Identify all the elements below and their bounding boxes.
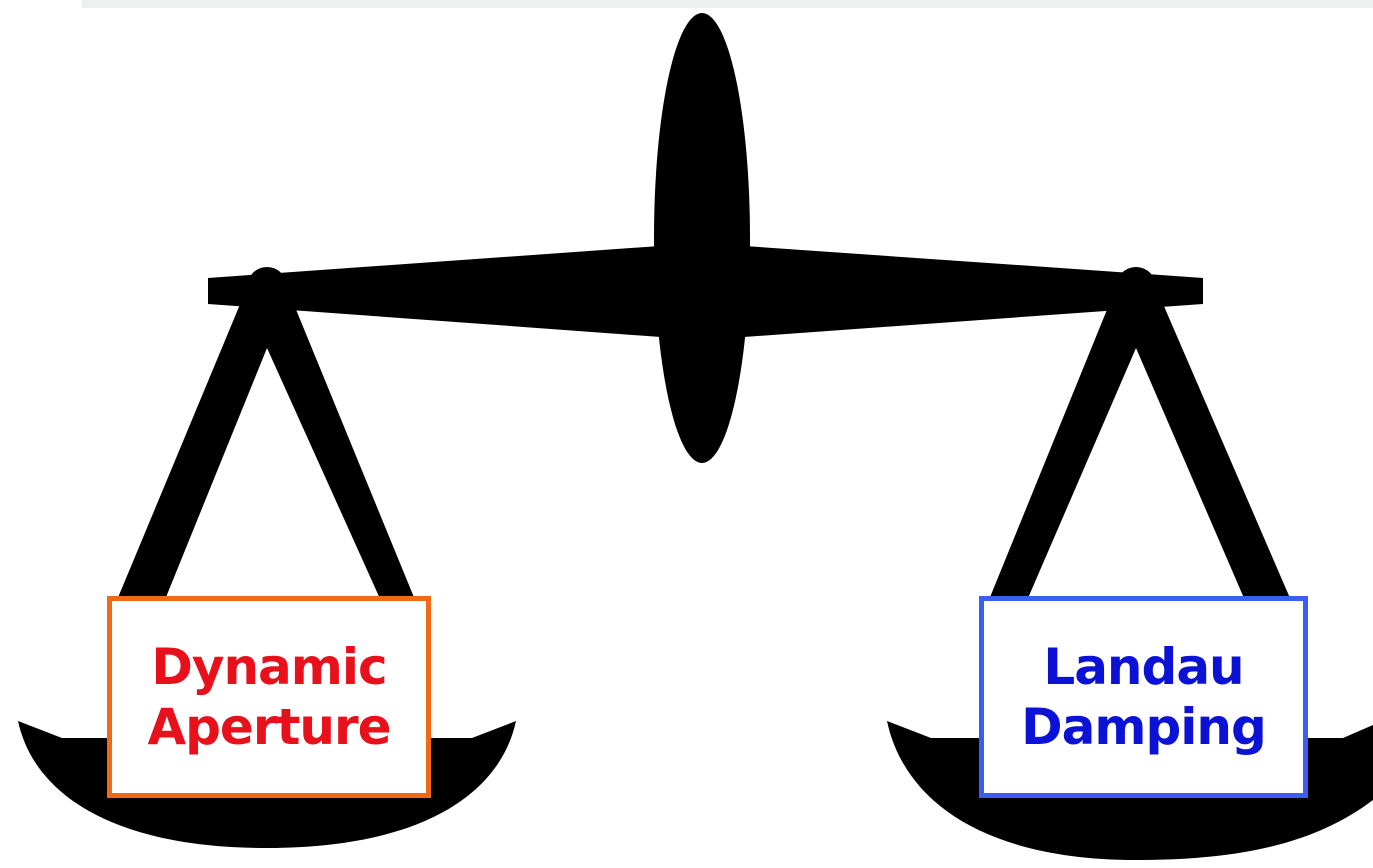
landau-damping-label-box: Landau Damping xyxy=(979,596,1308,798)
right-label-line2: Damping xyxy=(1021,697,1266,757)
left-label-line2: Aperture xyxy=(147,697,390,757)
left-hanger-legs xyxy=(112,290,420,612)
dynamic-aperture-label-box: Dynamic Aperture xyxy=(107,596,431,798)
scale-beam xyxy=(208,243,1203,340)
left-label-line1: Dynamic xyxy=(151,637,386,697)
right-label-line1: Landau xyxy=(1043,637,1243,697)
scale-pillar xyxy=(654,13,750,463)
right-hanger-legs xyxy=(984,290,1296,612)
